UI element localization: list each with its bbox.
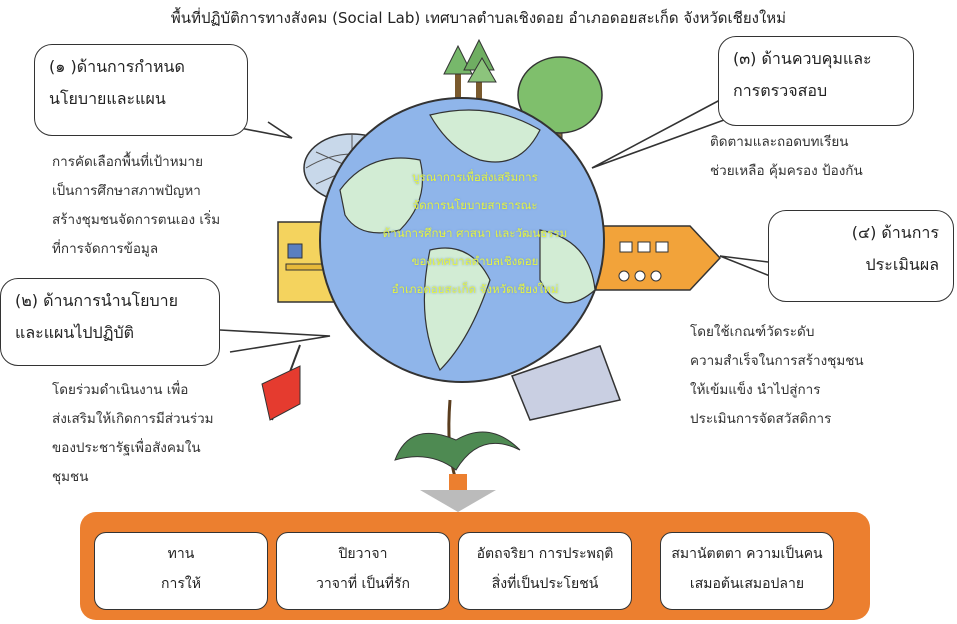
aspect-3-description: ติดตามและถอดบทเรียน ช่วยเหลือ คุ้มครอง ป… bbox=[710, 128, 863, 186]
aspect-4-heading: (๔) ด้านการ ประเมินผล bbox=[768, 210, 954, 302]
aspect-1-desc-line: การคัดเลือกพื้นที่เป้าหมาย bbox=[52, 154, 204, 170]
aspect-2-desc-line: ส่งเสริมให้เกิดการมีส่วนร่วม bbox=[52, 411, 214, 427]
plant-icon bbox=[394, 399, 521, 481]
aspect-4-description: โดยใช้เกณฑ์วัดระดับ ความสำเร็จในการสร้าง… bbox=[690, 318, 864, 434]
aspect-3-desc-line: ช่วยเหลือ คุ้มครอง ป้องกัน bbox=[710, 163, 863, 179]
aspect-4-desc-line: ความสำเร็จในการสร้างชุมชน bbox=[690, 353, 864, 369]
down-arrow-icon bbox=[420, 474, 496, 512]
aspect-2-desc-line: ชุมชน bbox=[52, 469, 89, 485]
globe-line: บูรณาการเพื่อส่งเสริมการ bbox=[412, 170, 538, 184]
globe-line: อำเภอดอยสะเก็ด จังหวัดเชียงใหม่ bbox=[391, 282, 559, 296]
aspect-2-desc-line: โดยร่วมดำเนินงาน เพื่อ bbox=[52, 382, 189, 398]
globe-icon bbox=[319, 97, 605, 383]
aspect-2-desc-line: ของประชารัฐเพื่อสังคมใน bbox=[52, 440, 201, 456]
aspect-1-description: การคัดเลือกพื้นที่เป้าหมาย เป็นการศึกษาส… bbox=[52, 148, 220, 264]
aspect-3-heading-line: (๓) ด้านควบคุมและ bbox=[733, 49, 872, 68]
aspect-1-desc-line: เป็นการศึกษาสภาพปัญหา bbox=[52, 183, 201, 199]
virtue-line: ปิยวาจา bbox=[338, 546, 388, 562]
aspect-3-heading: (๓) ด้านควบคุมและ การตรวจสอบ bbox=[718, 36, 914, 126]
aspect-3-heading-line: การตรวจสอบ bbox=[733, 81, 828, 100]
aspect-4-desc-line: ประเมินการจัดสวัสดิการ bbox=[690, 411, 832, 427]
aspect-4-heading-line: ประเมินผล bbox=[865, 255, 939, 274]
virtue-line: เสมอต้นเสมอปลาย bbox=[689, 576, 805, 592]
virtue-box-4: สมานัตตตา ความเป็นคน เสมอต้นเสมอปลาย bbox=[660, 532, 834, 610]
globe-caption: บูรณาการเพื่อส่งเสริมการ จัดการนโยบายสาธ… bbox=[345, 163, 605, 303]
aspect-4-desc-line: ให้เข้มแข็ง นำไปสู่การ bbox=[690, 382, 821, 398]
page-title: พื้นที่ปฏิบัติการทางสังคม (Social Lab) เ… bbox=[170, 9, 787, 27]
virtue-box-3: อัตถจริยา การประพฤติ สิ่งที่เป็นประโยชน์ bbox=[458, 532, 632, 610]
globe-line: ของเทศบาลตำบลเชิงดอย bbox=[411, 254, 539, 268]
aspect-1-heading-line: (๑ )ด้านการกำหนด bbox=[49, 57, 185, 76]
virtue-line: สิ่งที่เป็นประโยชน์ bbox=[491, 576, 599, 592]
virtue-line: วาจาที่ เป็นที่รัก bbox=[316, 576, 410, 592]
virtue-box-2: ปิยวาจา วาจาที่ เป็นที่รัก bbox=[276, 532, 450, 610]
aspect-4-heading-line: (๔) ด้านการ bbox=[851, 223, 939, 242]
virtue-box-1: ทาน การให้ bbox=[94, 532, 268, 610]
virtue-line: อัตถจริยา การประพฤติ bbox=[476, 546, 614, 562]
picture-frame-icon bbox=[511, 345, 622, 421]
virtue-line: ทาน bbox=[167, 546, 195, 562]
red-flag-icon bbox=[261, 344, 301, 421]
aspect-1-desc-line: สร้างชุมชนจัดการตนเอง เริ่ม bbox=[52, 212, 221, 228]
aspect-1-heading-line: นโยบายและแผน bbox=[49, 89, 166, 108]
virtue-line: การให้ bbox=[161, 576, 201, 592]
pine-trees-icon bbox=[443, 38, 497, 106]
aspect-1-heading: (๑ )ด้านการกำหนด นโยบายและแผน bbox=[34, 44, 248, 136]
aspect-1-desc-line: ที่การจัดการข้อมูล bbox=[52, 241, 159, 257]
aspect-2-heading-line: (๒) ด้านการนำนโยบาย bbox=[15, 291, 179, 310]
globe-line: จัดการนโยบายสาธารณะ bbox=[412, 198, 538, 212]
aspect-2-heading-line: และแผนไปปฏิบัติ bbox=[15, 323, 134, 342]
aspect-2-description: โดยร่วมดำเนินงาน เพื่อ ส่งเสริมให้เกิดกา… bbox=[52, 376, 214, 492]
aspect-3-desc-line: ติดตามและถอดบทเรียน bbox=[710, 134, 849, 150]
callout-tails bbox=[219, 99, 771, 353]
building-right-icon bbox=[595, 225, 722, 291]
aspect-4-desc-line: โดยใช้เกณฑ์วัดระดับ bbox=[690, 324, 815, 340]
globe-line: ด้านการศึกษา ศาสนา และวัฒนธรรม bbox=[382, 226, 568, 240]
virtue-line: สมานัตตตา ความเป็นคน bbox=[671, 546, 823, 562]
aspect-2-heading: (๒) ด้านการนำนโยบาย และแผนไปปฏิบัติ bbox=[0, 278, 220, 366]
